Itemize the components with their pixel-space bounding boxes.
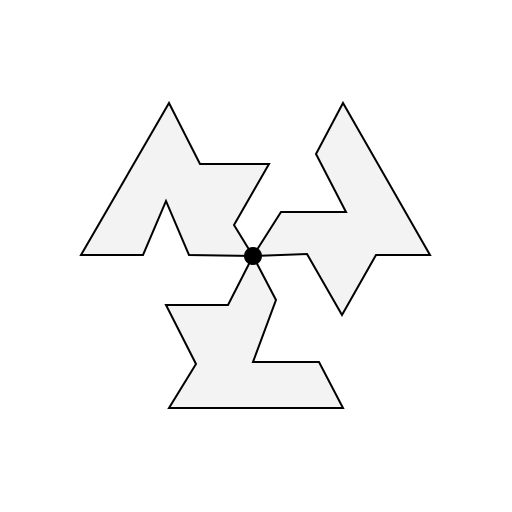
dissection-pieces	[79, 100, 432, 409]
hexagon-piece-left	[79, 100, 271, 258]
center-point-dot	[244, 247, 262, 265]
hexagon-piece-right	[251, 100, 432, 318]
hexagon-piece-bottom	[164, 253, 345, 409]
